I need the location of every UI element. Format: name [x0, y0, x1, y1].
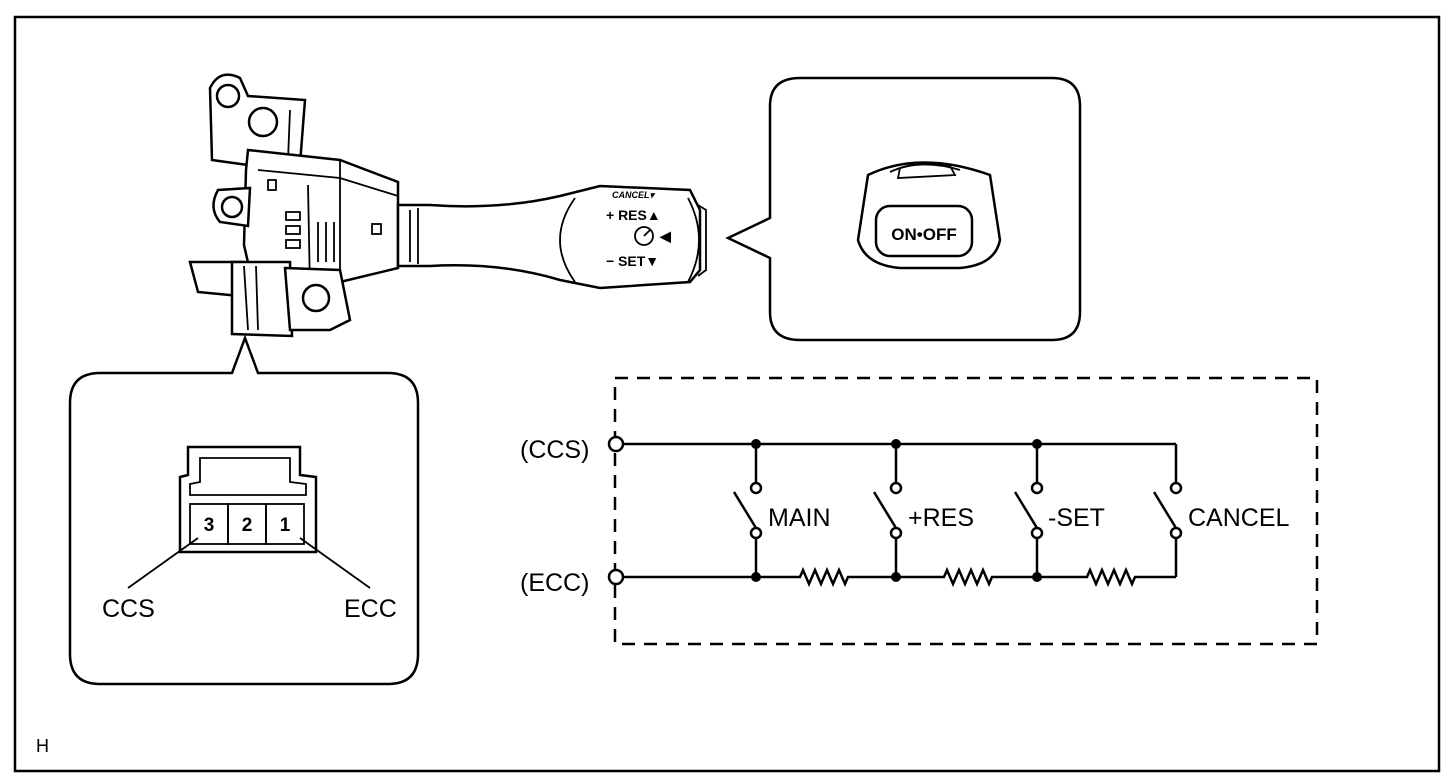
ccs-terminal-node: [607, 435, 625, 453]
combination-switch-assembly: CANCEL▾ + RES▲ ◀ − SET▼: [188, 73, 707, 338]
switch-cancel: CANCEL: [1152, 444, 1290, 577]
onoff-button-illustration: ON•OFF: [856, 161, 1002, 270]
ecc-connector-label: ECC: [344, 595, 397, 623]
ecc-terminal-label: (ECC): [520, 569, 589, 597]
set-label: − SET▼: [606, 253, 659, 269]
switch-res-label: +RES: [908, 504, 974, 532]
ccs-terminal-label: (CCS): [520, 436, 589, 464]
switch-main-label: MAIN: [768, 504, 831, 532]
ecc-terminal-node: [607, 568, 625, 586]
ccs-leader-line: [127, 537, 199, 589]
circuit-schematic: (CCS) (ECC) MAIN +RES: [520, 376, 1319, 646]
cancel-label: CANCEL▾: [612, 190, 656, 200]
figure-frame: [13, 15, 1441, 773]
pin-1-label: 1: [280, 515, 291, 536]
connector-callout: 3 2 1 CCS ECC: [68, 334, 420, 686]
ecc-leader-line: [299, 537, 371, 589]
switch-set: -SET: [1013, 439, 1105, 582]
pin-2-label: 2: [242, 515, 253, 536]
onoff-callout: ON•OFF: [725, 76, 1082, 342]
ecc-bus-wire: [623, 566, 1176, 588]
speedometer-icon: [634, 226, 654, 246]
pin-cell: [265, 503, 305, 545]
onoff-button-label: ON•OFF: [891, 225, 956, 244]
switch-main: MAIN: [732, 439, 831, 582]
switch-set-label: -SET: [1048, 504, 1105, 532]
switch-cancel-label: CANCEL: [1188, 504, 1290, 532]
pin-3-label: 3: [204, 515, 215, 536]
connector-face: 3 2 1: [178, 445, 318, 554]
ccs-connector-label: CCS: [102, 595, 155, 623]
speed-icon-arrow: ◀: [659, 228, 671, 244]
corner-label: H: [36, 736, 49, 756]
res-label: + RES▲: [606, 207, 661, 223]
switch-res: +RES: [872, 439, 974, 582]
